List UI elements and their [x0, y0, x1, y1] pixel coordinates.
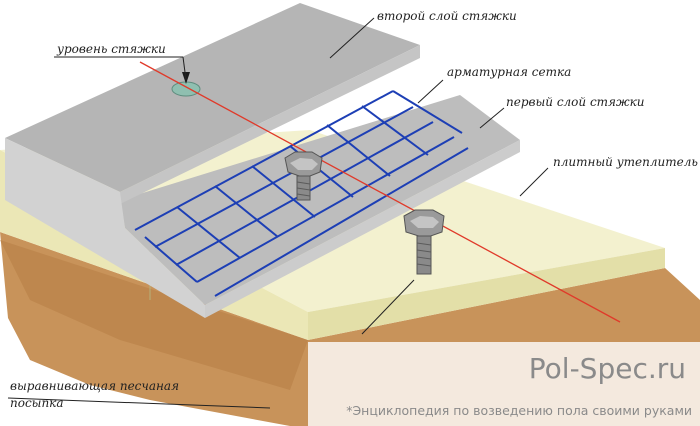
- label-sand-bedding-line2: посыпка: [10, 396, 64, 410]
- reinforcement-mesh: [134, 90, 469, 297]
- label-sand-bedding-line1: выравнивающая песчаная: [10, 379, 180, 393]
- label-reinforcement-mesh: арматурная сетка: [447, 65, 572, 79]
- label-screed-level: уровень стяжки: [57, 42, 166, 56]
- leader-lines: [7, 17, 549, 409]
- label-slab-insulation: плитный утеплитель: [553, 155, 698, 169]
- label-first-screed-layer: первый слой стяжки: [506, 95, 645, 109]
- watermark-brand: Pol-Spec.ru: [528, 352, 686, 385]
- sand-bedding-shade: [0, 240, 308, 390]
- bolt-icon: [403, 209, 445, 275]
- second-screed-step-side: [120, 45, 420, 204]
- second-screed-front-side: [5, 138, 205, 318]
- screed-level-line: [139, 61, 621, 323]
- bolt-icon: [284, 151, 323, 201]
- watermark-panel: [308, 342, 700, 426]
- watermark-slogan: *Энциклопедия по возведению пола своими …: [346, 403, 692, 418]
- first-screed-top: [120, 95, 520, 305]
- screed-level-marker: [171, 81, 201, 97]
- second-screed-top: [5, 3, 420, 192]
- first-screed-right-side: [205, 140, 520, 318]
- label-second-screed-layer: второй слой стяжки: [377, 9, 517, 23]
- insulation-right-side: [308, 248, 665, 340]
